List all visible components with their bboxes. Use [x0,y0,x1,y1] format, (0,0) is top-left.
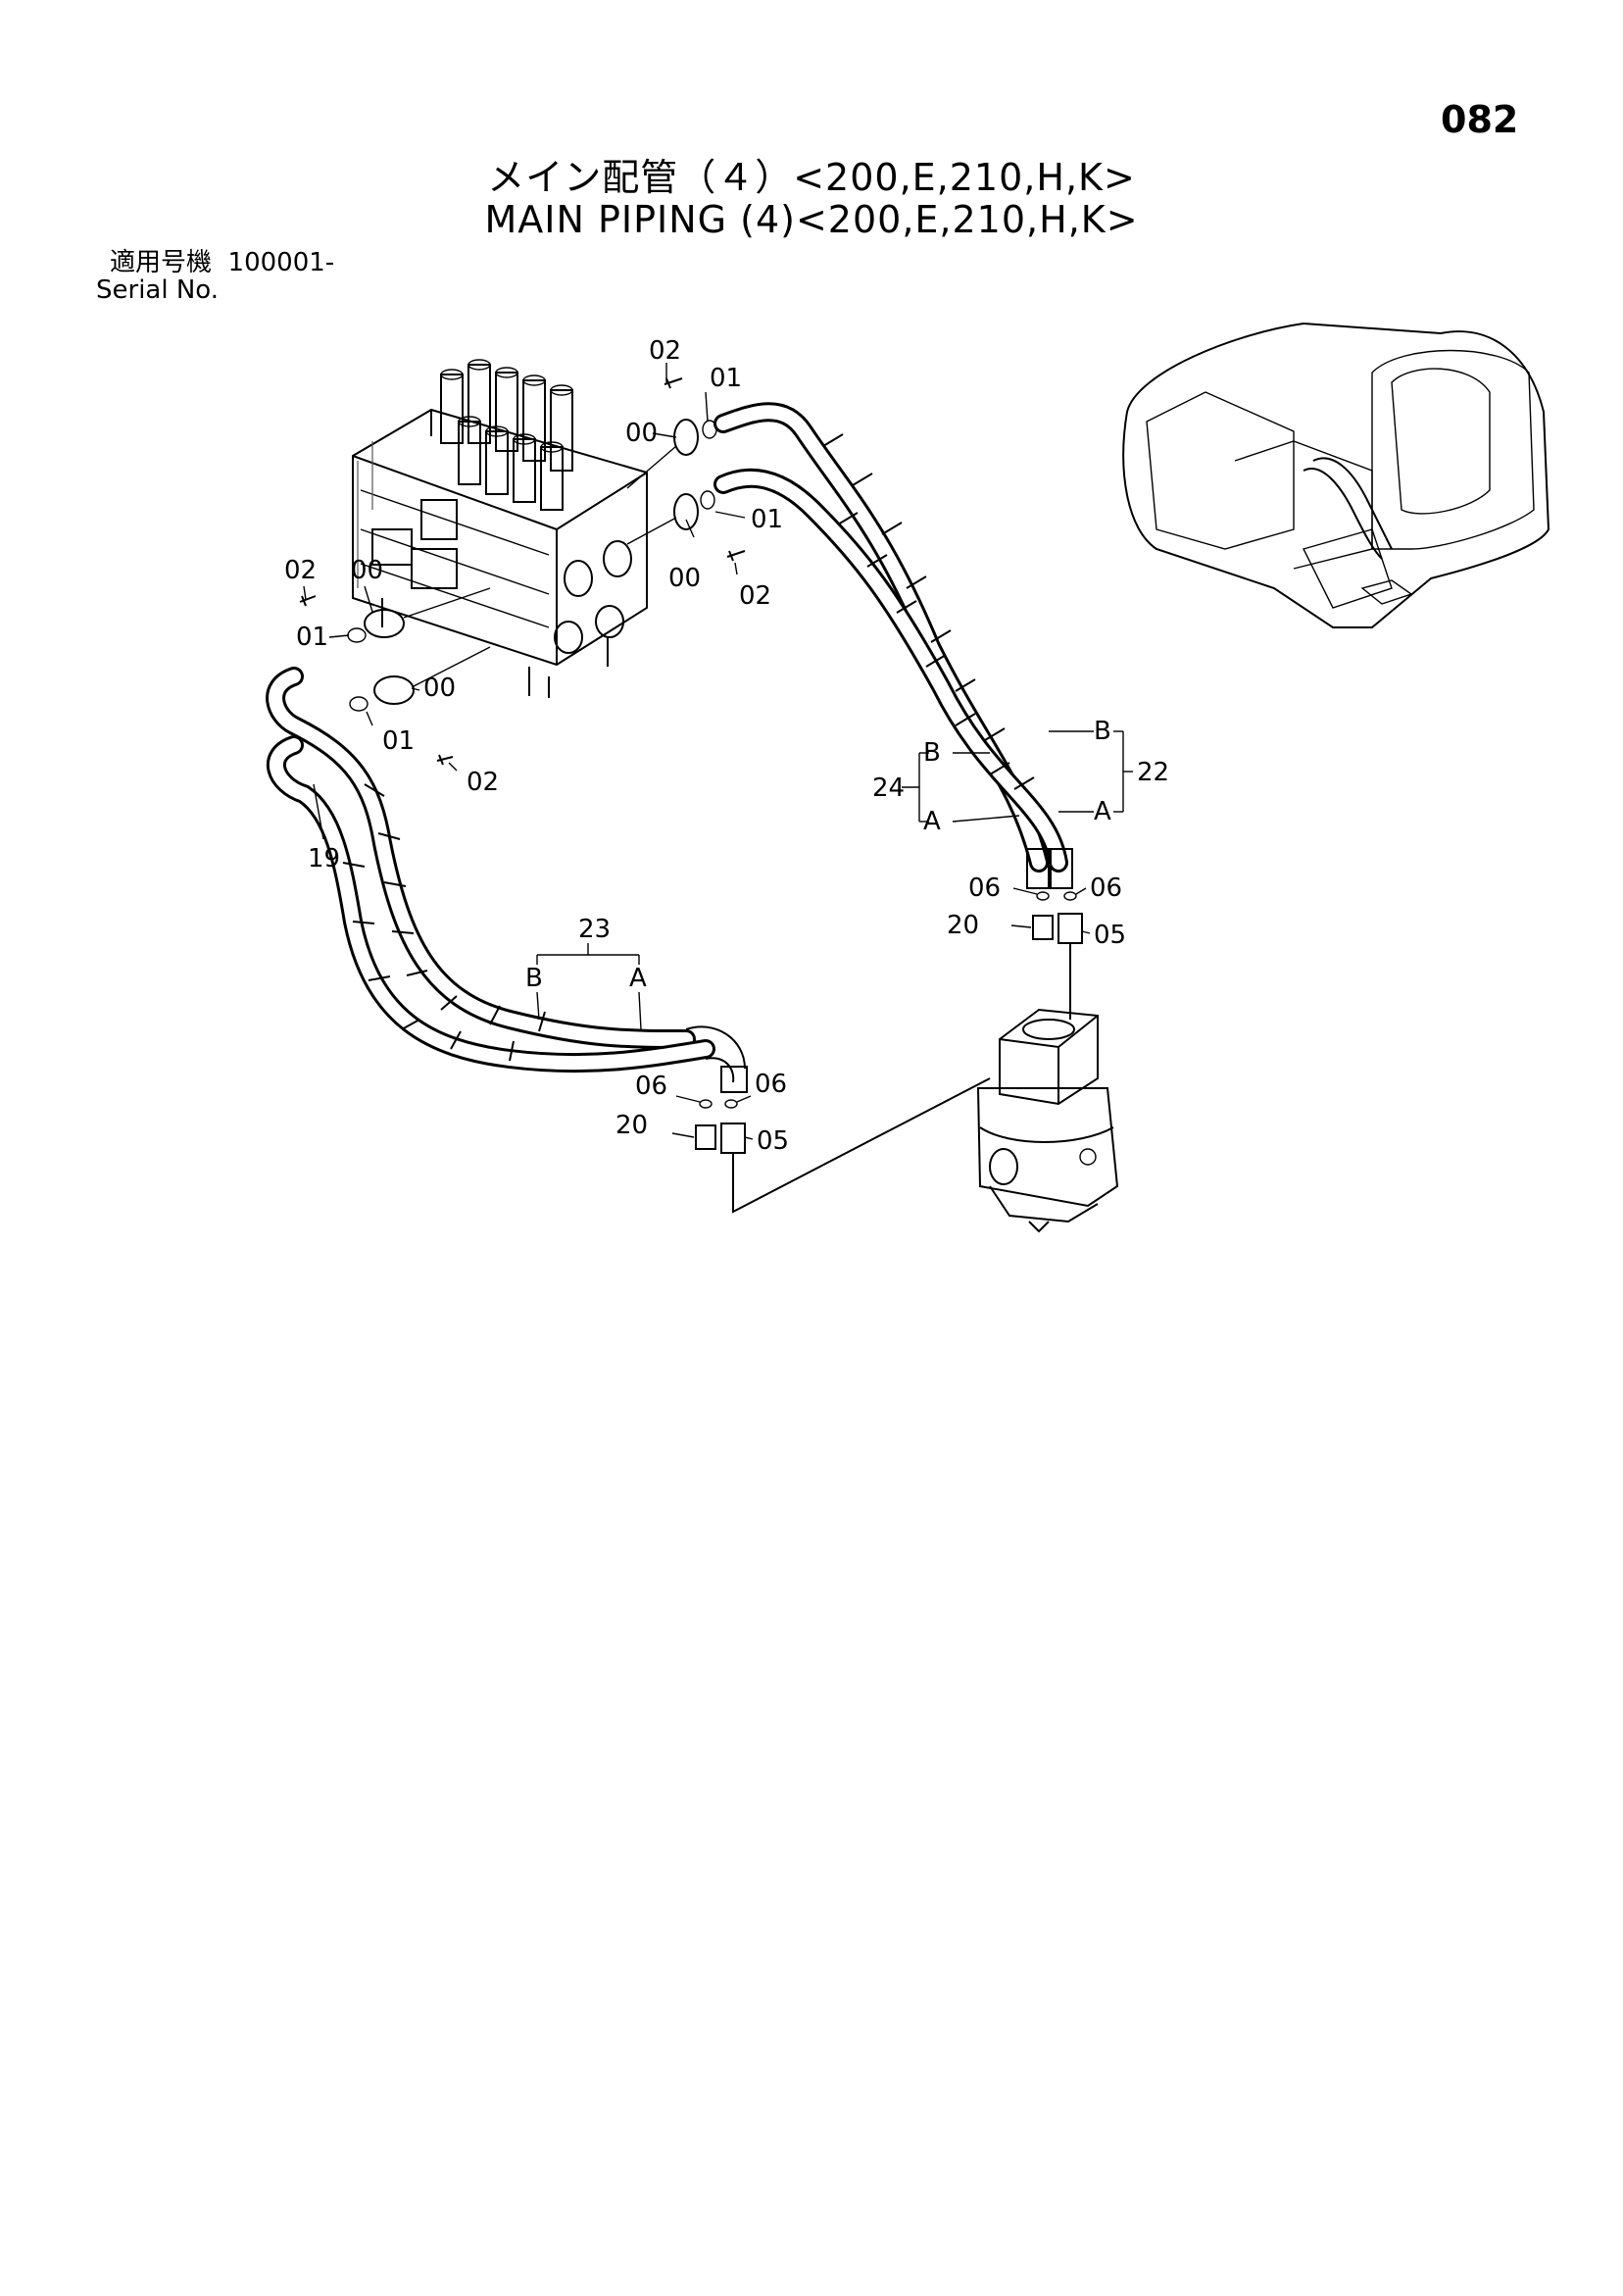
callout-19: 19 [308,844,340,873]
adapter-fittings [695,891,1083,1214]
swivel-joint-illustration [976,1008,1119,1233]
callout-24: 24 [872,774,905,803]
callout-06: 06 [968,873,1001,903]
hose-end-b-label: B [525,964,543,993]
callout-02: 02 [284,556,317,585]
leader-lines [303,363,1091,1140]
callout-06: 06 [1090,873,1122,903]
bracket-hose-22-24 [902,730,1133,823]
hose-end-a-label: A [923,807,941,836]
callout-01: 01 [296,623,328,652]
page-title-english: MAIN PIPING (4)<200,E,210,H,K> [484,198,1139,241]
hose-end-b-label: B [1094,717,1111,746]
callout-00: 00 [625,419,658,448]
callout-01: 01 [382,726,415,756]
callout-02: 02 [649,336,681,366]
flange-fittings [299,377,746,766]
callout-05: 05 [1094,921,1126,950]
serial-label-japanese: 適用号機 [110,248,213,277]
hose-end-a-label: A [629,964,647,993]
callout-02: 02 [467,768,499,797]
hose-end-a-label: A [1094,797,1111,826]
callout-05: 05 [757,1126,789,1156]
callout-23: 23 [578,915,611,944]
callout-20: 20 [615,1111,648,1140]
page-number: 082 [1441,98,1519,141]
serial-label-english: Serial No. [96,275,219,305]
callout-01: 01 [710,364,742,393]
callout-20: 20 [947,911,979,940]
callout-01: 01 [751,505,783,534]
callout-00: 00 [351,556,383,585]
callout-00: 00 [423,674,456,703]
callout-22: 22 [1137,758,1169,787]
hose-end-b-label: B [923,738,941,768]
control-valve-illustration [352,359,648,698]
hose-22-24 [713,402,1073,889]
callout-00: 00 [668,564,701,593]
bracket-hose-23 [536,943,642,1030]
page-title-japanese: メイン配管（４）<200,E,210,H,K> [487,156,1136,199]
callout-02: 02 [739,581,771,611]
serial-value: 100001- [227,248,335,277]
excavator-location-thumbnail [1122,322,1550,628]
callout-06: 06 [635,1072,667,1101]
hose-19-23 [266,667,748,1093]
callout-06: 06 [755,1070,787,1099]
callout-labels: 02 01 00 01 00 02 02 00 01 00 01 02 19 2… [284,336,1169,1156]
serial-number-block: 適用号機 100001- Serial No. [96,248,335,304]
